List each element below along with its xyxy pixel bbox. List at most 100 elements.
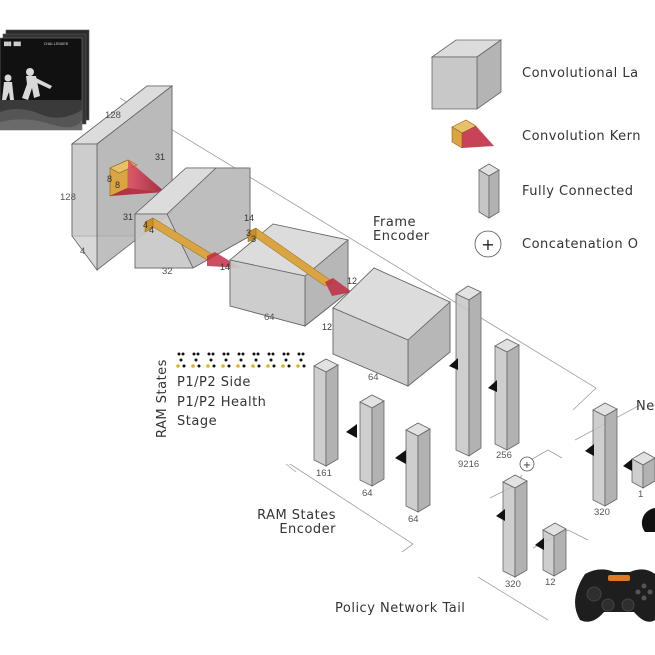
concat-symbol: + <box>523 460 531 471</box>
out1-size-b: 31 <box>123 212 133 222</box>
hud-p1: ███ ███ <box>4 41 21 47</box>
conv-layer-3 <box>229 223 349 327</box>
ram-dot <box>266 364 270 368</box>
ram-dot <box>194 358 198 362</box>
ram-dot <box>206 364 210 368</box>
kernel-1 <box>109 159 165 197</box>
conv-layer-2 <box>133 167 251 269</box>
ram-dot <box>176 364 180 368</box>
legend-conv-kernel-icon <box>451 119 494 149</box>
fc-bars <box>313 285 655 578</box>
fc-tail-12 <box>542 522 567 577</box>
arrow-icon <box>488 380 497 392</box>
kernel-3 <box>247 227 352 296</box>
ram-dot <box>272 364 276 368</box>
ram-dot <box>299 358 303 362</box>
legend-conv-layer-label: Convolutional La <box>522 66 639 81</box>
arrow-icon <box>641 508 655 532</box>
ram-encoder-bracket-start <box>285 463 297 473</box>
kernel2-size-a: 4 <box>143 220 148 230</box>
ram-dot <box>302 364 306 368</box>
policy-tail-label: Policy Network Tail <box>335 601 465 616</box>
ram-field-stage: Stage <box>177 414 217 429</box>
hud-challenger: CHALLENGER <box>44 43 69 47</box>
legend-concat-icon: + <box>474 230 502 258</box>
ram-dot <box>269 358 273 362</box>
frame-encoder-bracket <box>119 97 597 389</box>
ram-dot <box>212 364 216 368</box>
ram-dot <box>227 364 231 368</box>
conv-layer-4 <box>332 267 451 387</box>
ram-dot <box>256 352 260 356</box>
out1-size-a: 31 <box>155 152 165 162</box>
ram-encoder-label-1: RAM States <box>257 508 336 523</box>
fc-ram-64-b <box>405 422 431 513</box>
arrow-icon <box>346 424 357 438</box>
kernel3-face <box>247 227 257 243</box>
ram-dot <box>284 358 288 362</box>
ram-dot <box>209 358 213 362</box>
ram-dot <box>297 352 301 356</box>
out2-size-b: 14 <box>220 262 230 272</box>
legend-conv-kernel-label: Convolution Kern <box>522 129 641 144</box>
arrow-icon <box>449 358 458 370</box>
frame-encoder-label-2: Encoder <box>373 229 430 244</box>
ram-encoder-bracket <box>289 463 414 553</box>
ram-states-title: RAM States <box>155 359 170 438</box>
ram-dot <box>221 364 225 368</box>
kernel3-size-a: 3 <box>246 228 251 238</box>
ram-encoder-label-2: Encoder <box>279 522 336 537</box>
ram-dot <box>196 352 200 356</box>
fc-tail-12-size: 12 <box>545 577 556 588</box>
ram-dot <box>241 352 245 356</box>
arrow-icon <box>496 509 505 521</box>
ram-dot <box>207 352 211 356</box>
fc-frame-flat <box>455 285 482 457</box>
fc-frame-flat-size: 9216 <box>458 459 479 470</box>
conv1-width: 128 <box>60 192 76 203</box>
input-frame-stack: ███ ███ CHALLENGER <box>0 29 90 131</box>
out3-size-b: 12 <box>322 322 332 332</box>
arrow-icon <box>623 459 632 471</box>
fc-ram-64b-size: 64 <box>408 514 419 525</box>
fc-tail-320 <box>502 474 528 578</box>
legend: Convolutional La Convolution Kern Fully … <box>430 39 641 258</box>
fc-size-labels: 9216 256 161 64 64 320 12 320 1 <box>316 450 643 590</box>
kernel3-cone <box>325 278 352 296</box>
ram-dot <box>296 364 300 368</box>
fc-right-320 <box>592 402 618 507</box>
conv1-height: 128 <box>105 110 121 121</box>
conv-dimension-labels: 128 128 4 8 8 31 31 32 4 4 14 14 64 3 3 … <box>60 110 379 383</box>
fc-frame-256 <box>494 338 520 451</box>
ram-dot <box>236 364 240 368</box>
kernel1-cone-a <box>128 160 165 192</box>
fc-right-1-size: 1 <box>638 489 643 500</box>
ram-field-health: P1/P2 Health <box>177 395 266 410</box>
ram-dot <box>257 364 261 368</box>
frame-encoder-bracket-end <box>572 387 597 411</box>
arrow-icon <box>585 444 594 456</box>
ram-dot <box>237 352 241 356</box>
kernel2-size-b: 4 <box>149 225 154 235</box>
fc-ram-64-a <box>359 394 385 487</box>
ram-dot <box>222 352 226 356</box>
ram-dot <box>301 352 305 356</box>
conv3-depth: 64 <box>264 312 275 323</box>
fc-right-320-size: 320 <box>594 507 610 518</box>
kernel1-size-a: 8 <box>107 174 112 184</box>
ram-field-side: P1/P2 Side <box>177 375 251 390</box>
frame-encoder-label-1: Frame <box>373 215 416 230</box>
fc-ram-161 <box>313 358 339 467</box>
out2-size-a: 14 <box>244 213 254 223</box>
conv1-depth: 4 <box>80 246 85 257</box>
ram-dot <box>239 358 243 362</box>
ram-dot <box>254 358 258 362</box>
kernel2-face <box>144 217 154 233</box>
ram-dot <box>181 352 185 356</box>
arrow-icon <box>395 450 406 464</box>
gamepad-icon <box>575 569 655 622</box>
ne-partial-label: Ne <box>636 399 655 414</box>
conv2-depth: 32 <box>162 266 173 277</box>
fc-right-1 <box>631 451 655 489</box>
